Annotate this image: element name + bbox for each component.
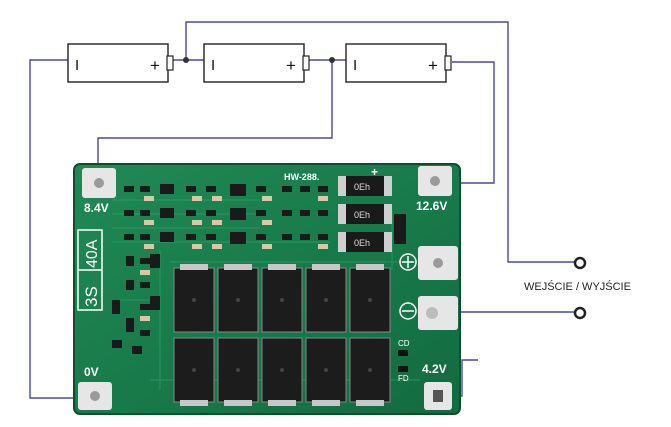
battery-pos-label: + — [150, 56, 160, 75]
battery-nub — [166, 55, 174, 71]
battery-3: I + — [345, 43, 452, 83]
smd-resistors — [140, 196, 328, 321]
pad-8v4 — [82, 168, 116, 198]
battery-2: I + — [203, 43, 310, 83]
pad-4v2-label: 4.2V — [422, 362, 447, 376]
mosfet-tabs — [180, 264, 384, 406]
battery-neg-label: I — [353, 57, 357, 74]
diode-3: 0Eh — [338, 232, 392, 252]
smd-components — [112, 184, 328, 354]
io-label: WEJŚCIE / WYJŚCIE — [524, 280, 631, 293]
battery-pos-label: + — [428, 56, 438, 75]
junction-dot — [183, 57, 189, 63]
diode-label: 0Eh — [354, 182, 370, 192]
battery-body — [345, 43, 447, 83]
mosfet-holes — [192, 298, 372, 372]
plus-marker: + — [371, 165, 378, 179]
battery-neg-label: I — [75, 57, 79, 74]
model-label: HW-288. — [284, 172, 319, 182]
ic-chip — [394, 214, 406, 244]
pad-0v — [78, 382, 112, 410]
battery-body — [67, 43, 169, 83]
wire-top-12v6-input — [185, 21, 580, 263]
battery-1: I + — [67, 43, 174, 83]
pad-4v2 — [424, 382, 452, 410]
wire-8v4 — [97, 60, 333, 182]
battery-neg-label: I — [211, 57, 215, 74]
fd-label: FD — [398, 374, 409, 383]
pad-plus — [418, 246, 458, 280]
pad-minus — [418, 296, 458, 330]
diode-2: 0Eh — [338, 204, 392, 224]
cd-led — [398, 350, 408, 356]
junction-dot — [329, 57, 335, 63]
pad-12v6-label: 12.6V — [416, 199, 447, 213]
battery-pos-label: + — [286, 56, 296, 75]
io-terminal-plus[interactable] — [573, 256, 587, 270]
pad-0v-label: 0V — [84, 365, 99, 379]
wire-12v6 — [440, 61, 495, 184]
pad-12v6 — [418, 166, 452, 196]
plus-symbol — [399, 253, 417, 271]
diode-label: 0Eh — [354, 238, 370, 248]
bms-board: 8.4V 12.6V 0V 4.2V HW-288. + 3S 40A CD F… — [73, 163, 461, 415]
minus-symbol — [399, 302, 417, 320]
battery-nub — [302, 55, 310, 71]
current-label: 40A — [84, 239, 101, 268]
fd-led — [398, 366, 408, 372]
junctions — [183, 57, 335, 63]
cd-label: CD — [398, 339, 410, 348]
battery-body — [203, 43, 305, 83]
diode-1: 0Eh — [338, 176, 392, 196]
battery-nub — [444, 55, 452, 71]
pad-8v4-label: 8.4V — [84, 201, 109, 215]
wire-0v — [29, 59, 90, 399]
io-terminal-minus[interactable] — [573, 306, 587, 320]
diode-label: 0Eh — [354, 210, 370, 220]
spec-box: 3S 40A — [77, 229, 103, 311]
config-label: 3S — [82, 286, 101, 307]
